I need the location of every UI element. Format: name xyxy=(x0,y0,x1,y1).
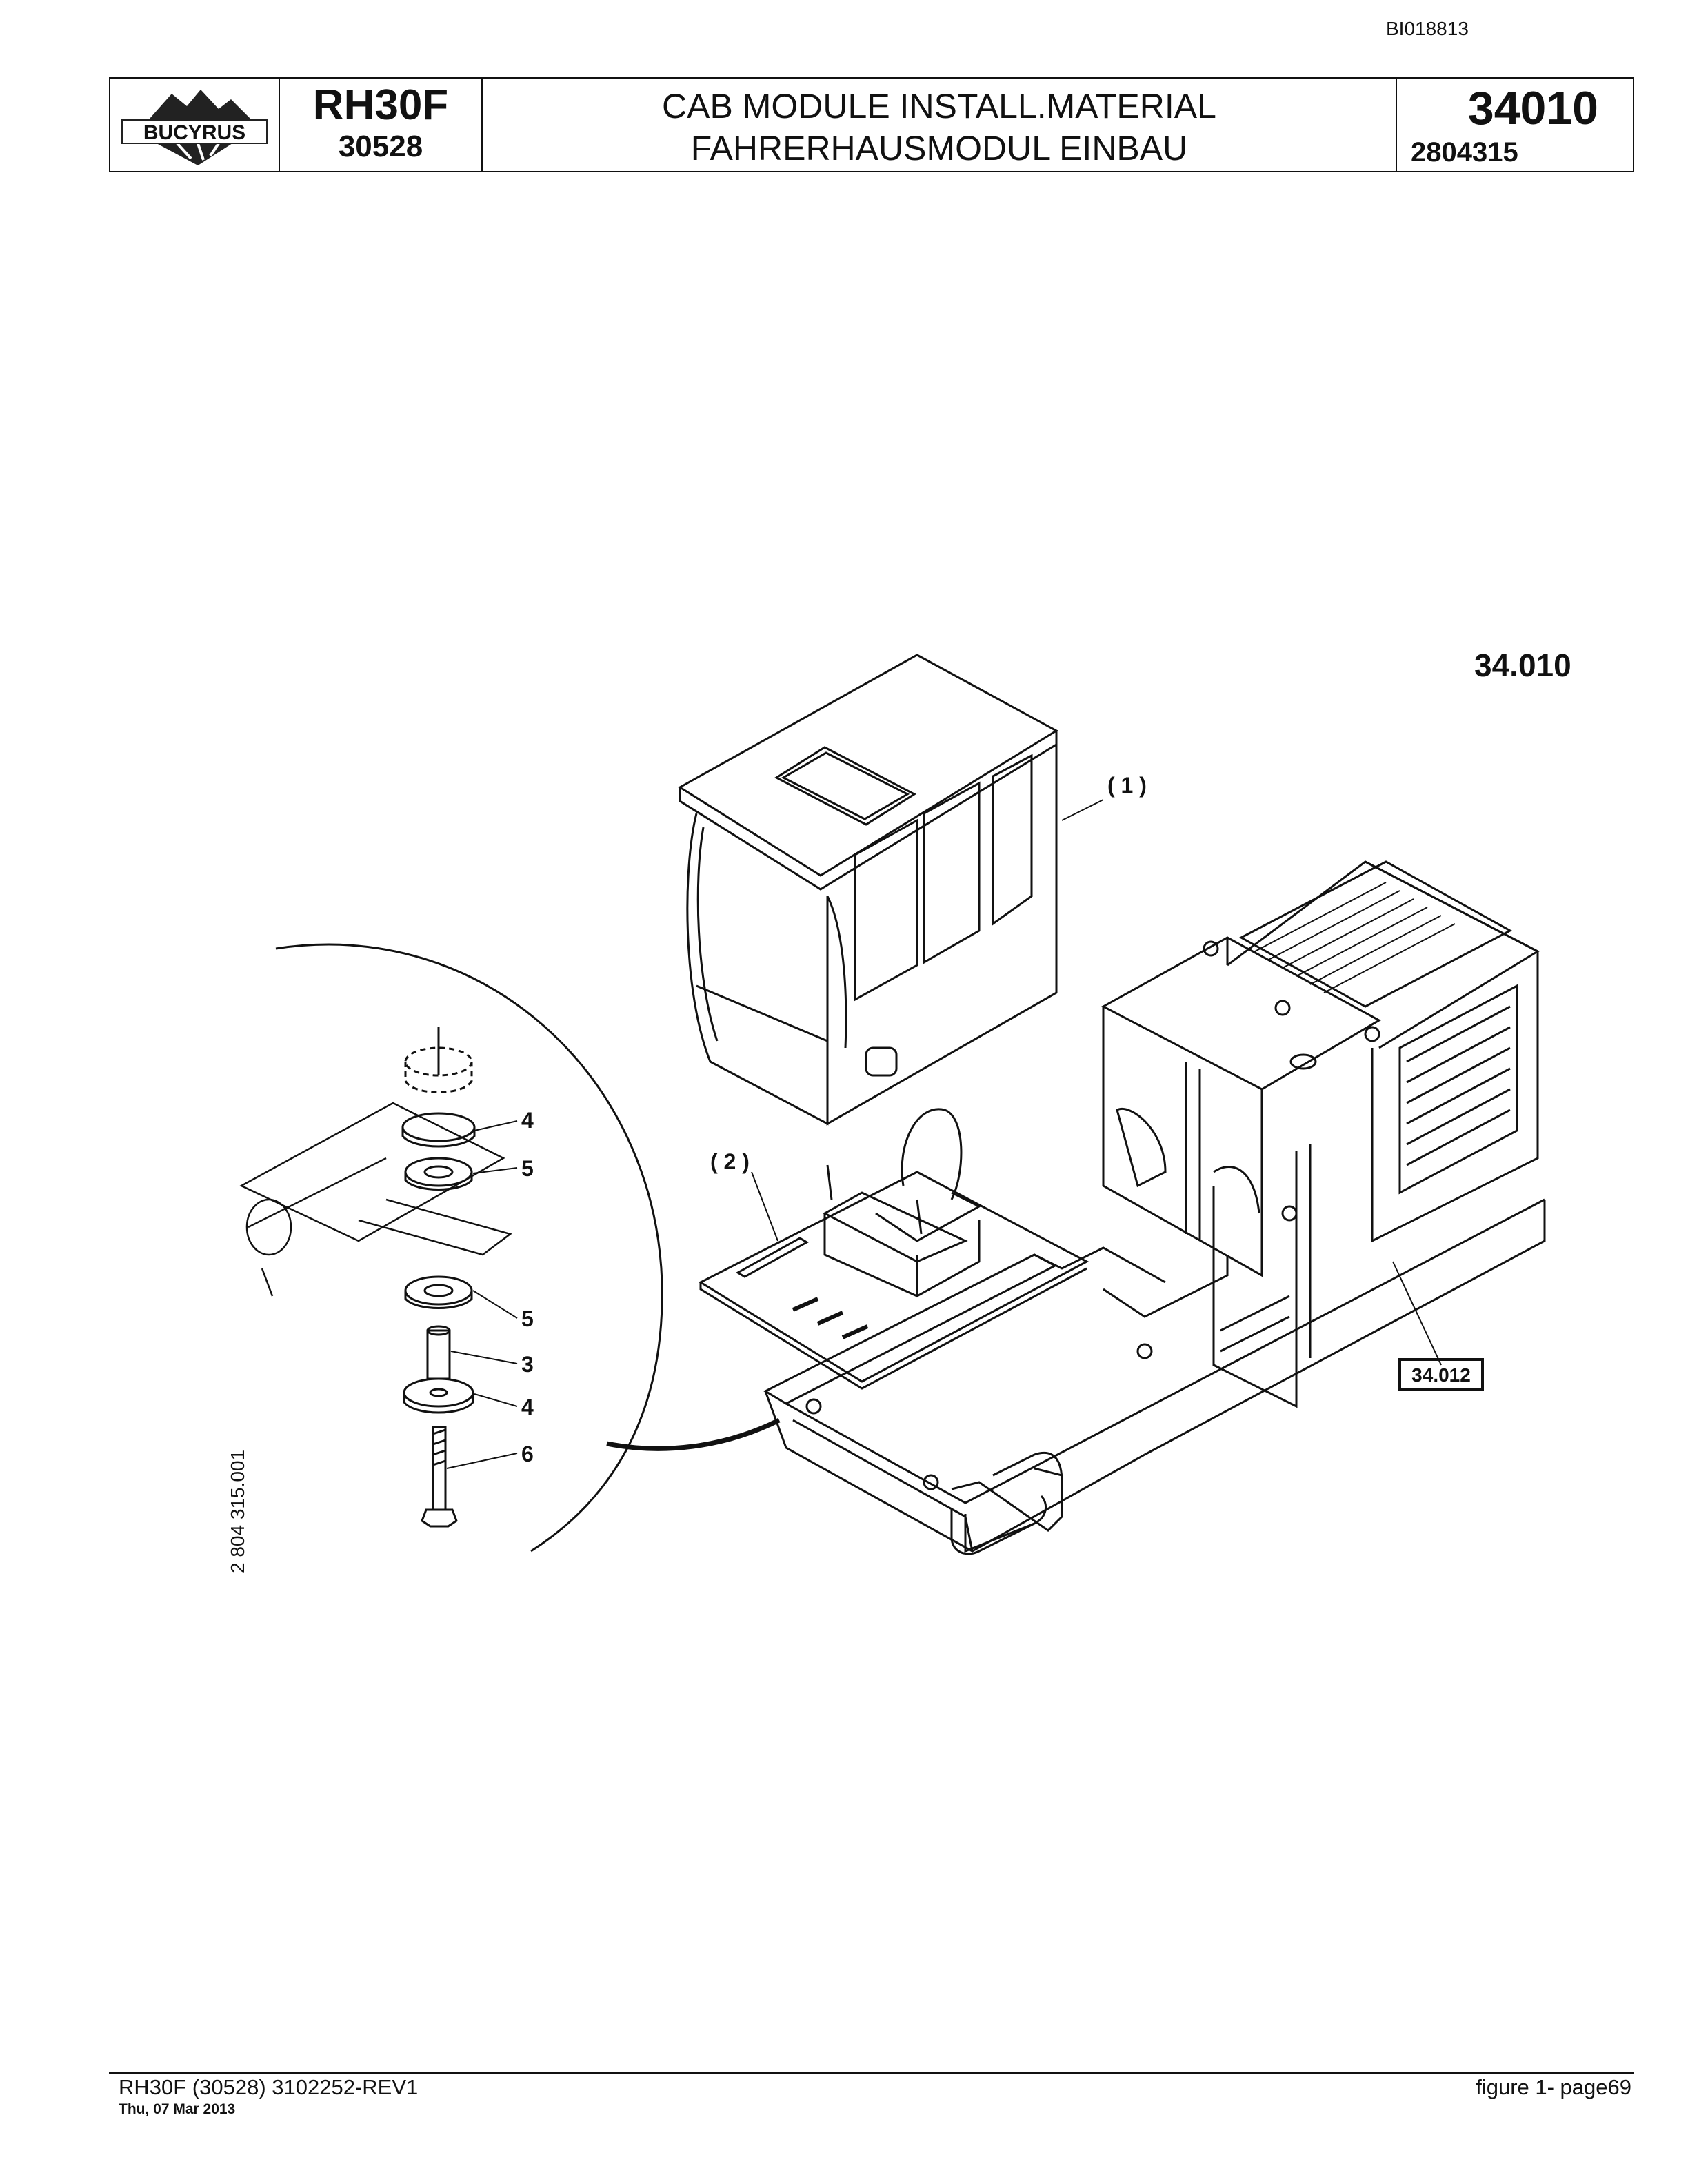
reference-label: 34.012 xyxy=(1411,1364,1471,1386)
sleeve xyxy=(426,1329,451,1380)
number-cell: 34010 2804315 xyxy=(1397,79,1633,171)
main-frame xyxy=(763,1198,1546,1553)
title-cell: CAB MODULE INSTALL.MATERIAL FAHRERHAUSMO… xyxy=(483,79,1397,171)
cab-door-window xyxy=(854,818,918,1002)
serial-number: 30528 xyxy=(338,130,423,163)
washer-bottom xyxy=(403,1377,474,1408)
group-code: 34.010 xyxy=(1474,647,1571,683)
title-german: FAHRERHAUSMODUL EINBAU xyxy=(690,129,1188,168)
radiator-grille-top xyxy=(1238,860,1513,1008)
mounting-bracket xyxy=(239,1102,512,1297)
callout-rubber-bottom: 5 xyxy=(521,1306,534,1331)
callout-platform: ( 2 ) xyxy=(710,1149,750,1174)
leader-lines xyxy=(446,799,1442,1469)
operator-platform xyxy=(698,1108,1089,1390)
mount-stack xyxy=(401,1027,476,1528)
roof-window xyxy=(774,746,917,826)
front-handrail xyxy=(950,1451,1063,1555)
logo-cell: BUCYRUS xyxy=(110,79,280,171)
rubber-bush-top xyxy=(404,1157,473,1187)
group-number: 34010 xyxy=(1467,82,1598,134)
footer-divider xyxy=(109,2072,1634,2074)
footer-reference: RH30F (30528) 3102252-REV1 xyxy=(119,2075,419,2099)
drawing-number: 2 804 315.001 xyxy=(227,1450,248,1573)
bucyrus-logo: BUCYRUS xyxy=(121,90,268,165)
rubber-bush-bottom xyxy=(404,1275,473,1306)
callout-rubber-top: 5 xyxy=(521,1156,534,1181)
callout-sleeve: 3 xyxy=(521,1352,534,1377)
title-english: CAB MODULE INSTALL.MATERIAL xyxy=(662,87,1216,125)
callout-bolt: 6 xyxy=(521,1442,534,1466)
part-number: 2804315 xyxy=(1411,137,1518,168)
callout-cab: ( 1 ) xyxy=(1107,773,1147,798)
document-id: BI018813 xyxy=(1386,18,1469,39)
washer-top xyxy=(401,1112,476,1142)
title-block: BUCYRUS RH30F 30528 CAB MODULE INSTALL.M… xyxy=(109,77,1634,172)
connection-cable xyxy=(606,1417,781,1451)
bolt xyxy=(432,1426,447,1511)
engine-housing xyxy=(1101,860,1540,1408)
callout-washer-top: 4 xyxy=(521,1108,534,1133)
footer-date: Thu, 07 Mar 2013 xyxy=(119,2101,236,2117)
cab xyxy=(678,654,1058,1126)
callout-washer-bottom: 4 xyxy=(521,1395,534,1419)
footer-page: figure 1- page69 xyxy=(1476,2075,1631,2099)
model-label: RH30F xyxy=(312,81,449,129)
reference-box xyxy=(1398,1358,1484,1391)
detail-circle xyxy=(275,943,663,1553)
model-cell: RH30F 30528 xyxy=(280,79,483,171)
svg-text:BUCYRUS: BUCYRUS xyxy=(143,121,245,144)
